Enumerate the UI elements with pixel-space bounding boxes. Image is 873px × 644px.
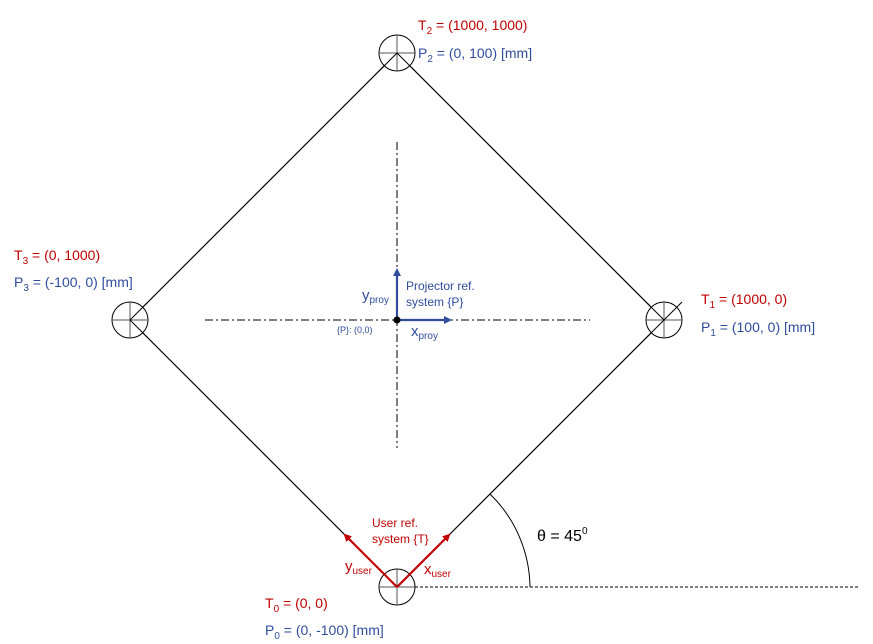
angle-arc bbox=[489, 493, 531, 588]
p2-label: P2 = (0, 100) [mm] bbox=[418, 45, 532, 65]
t0-label: T0 = (0, 0) bbox=[265, 595, 328, 615]
target-marker-2 bbox=[378, 34, 416, 72]
t1-label: T1 = (1000, 0) bbox=[701, 291, 787, 311]
projector-origin-label: {P}: (0,0) bbox=[337, 325, 373, 335]
user-system-title-1: User ref. bbox=[372, 516, 418, 530]
target-marker-3 bbox=[111, 301, 149, 339]
projector-y-axis-label: yproy bbox=[362, 287, 389, 306]
user-x-axis-arrow bbox=[396, 533, 451, 588]
projector-x-axis-label: xproy bbox=[411, 323, 438, 342]
t2-label: T2 = (1000, 1000) bbox=[418, 17, 527, 37]
user-y-axis-arrow bbox=[343, 533, 398, 588]
user-x-axis-label: xuser bbox=[424, 561, 452, 580]
user-system-title-2: system {T} bbox=[372, 532, 429, 546]
projector-system-title-2: system {P} bbox=[406, 295, 463, 309]
p0-label: P0 = (0, -100) [mm] bbox=[265, 622, 384, 642]
p1-label: P1 = (100, 0) [mm] bbox=[701, 319, 815, 339]
user-y-axis-label: yuser bbox=[345, 558, 373, 577]
t3-label: T3 = (0, 1000) bbox=[14, 247, 100, 267]
target-marker-1 bbox=[645, 301, 683, 339]
projector-origin-dot bbox=[393, 316, 401, 324]
p3-label: P3 = (-100, 0) [mm] bbox=[14, 274, 133, 294]
angle-label: θ = 450 bbox=[537, 526, 588, 545]
projector-system-title-1: Projector ref. bbox=[406, 279, 475, 293]
